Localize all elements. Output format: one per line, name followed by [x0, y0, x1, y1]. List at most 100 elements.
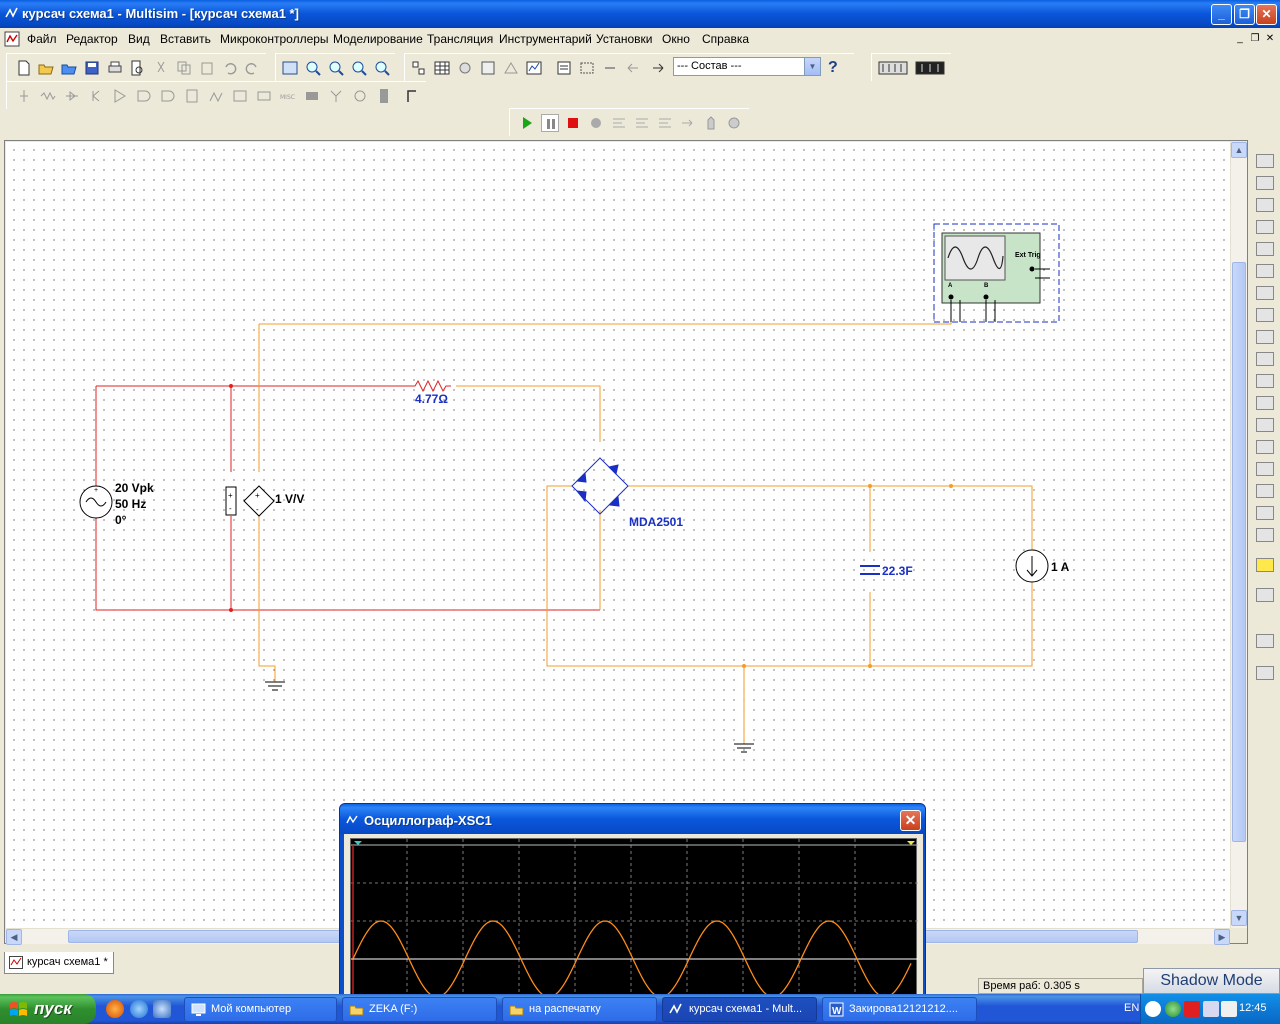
pause-simulation-icon[interactable]: [541, 114, 559, 132]
print-icon[interactable]: [106, 59, 124, 77]
firefox-icon[interactable]: [106, 1000, 124, 1018]
wattmeter-icon[interactable]: [1256, 198, 1274, 212]
analog-component-icon[interactable]: [111, 87, 129, 105]
task-drive-f[interactable]: ZEKA (F:): [342, 997, 497, 1022]
scroll-down-icon[interactable]: ▼: [1231, 910, 1247, 926]
help-button[interactable]: ?: [824, 59, 842, 77]
menu-tools[interactable]: Инструментарий: [499, 32, 592, 46]
menu-window[interactable]: Окно: [662, 32, 690, 46]
tray-app-icon[interactable]: [1203, 1001, 1219, 1017]
zoom-area-icon[interactable]: [350, 59, 368, 77]
current-probe-icon[interactable]: [1256, 634, 1274, 648]
scroll-left-icon[interactable]: ◀: [6, 929, 22, 945]
word-generator-icon[interactable]: [1256, 308, 1274, 322]
component-wizard-icon[interactable]: [479, 59, 497, 77]
misc-component-icon[interactable]: MISC: [279, 87, 297, 105]
electromechanical-icon[interactable]: [351, 87, 369, 105]
remove-breakpoints-icon[interactable]: [725, 114, 743, 132]
task-word-document[interactable]: W Закирова12121212....: [822, 997, 977, 1022]
mixed-component-icon[interactable]: [207, 87, 225, 105]
agilent-multimeter-icon[interactable]: [1256, 484, 1274, 498]
zoom-out-icon[interactable]: [327, 59, 345, 77]
transistor-component-icon[interactable]: [87, 87, 105, 105]
multimeter-icon[interactable]: [1256, 154, 1274, 168]
menu-edit[interactable]: Редактор: [66, 32, 118, 46]
breakpoint-icon[interactable]: [587, 114, 605, 132]
redo-icon[interactable]: [243, 59, 261, 77]
zoom-in-icon[interactable]: [304, 59, 322, 77]
run-simulation-icon[interactable]: [518, 114, 536, 132]
source-component-icon[interactable]: [15, 87, 33, 105]
mdi-close-button[interactable]: ✕: [1265, 33, 1275, 44]
task-multisim[interactable]: курсач схема1 - Mult...: [662, 997, 817, 1022]
run-to-cursor-icon[interactable]: [679, 114, 697, 132]
task-my-computer[interactable]: Мой компьютер: [184, 997, 337, 1022]
document-icon[interactable]: [4, 31, 20, 47]
start-button[interactable]: пуск: [0, 994, 96, 1024]
chevron-down-icon[interactable]: ▼: [804, 58, 820, 75]
menu-microcontrollers[interactable]: Микроконтроллеры: [220, 32, 329, 46]
scroll-up-icon[interactable]: ▲: [1231, 142, 1247, 158]
undo-icon[interactable]: [221, 59, 239, 77]
close-button[interactable]: ✕: [1256, 4, 1277, 25]
mcu-component-icon[interactable]: [183, 87, 201, 105]
agilent-generator-icon[interactable]: [1256, 462, 1274, 476]
spectrum-analyzer-icon[interactable]: [1256, 418, 1274, 432]
in-use-list-icon[interactable]: [877, 59, 909, 77]
tray-security-icon[interactable]: [1221, 1001, 1237, 1017]
cut-icon[interactable]: [152, 59, 170, 77]
forward-annotate-icon[interactable]: [624, 59, 642, 77]
four-channel-scope-icon[interactable]: [1256, 242, 1274, 256]
menu-view[interactable]: Вид: [128, 32, 150, 46]
print-preview-icon[interactable]: [128, 59, 146, 77]
diode-component-icon[interactable]: [63, 87, 81, 105]
menu-simulate[interactable]: Моделирование: [333, 32, 423, 46]
postprocessor-icon[interactable]: [502, 59, 520, 77]
iv-analyzer-icon[interactable]: [1256, 374, 1274, 388]
menu-help[interactable]: Справка: [702, 32, 750, 46]
labview-instrument-icon[interactable]: [1256, 588, 1274, 602]
scroll-right-icon[interactable]: ▶: [1214, 929, 1230, 945]
oscilloscope-titlebar[interactable]: Осциллограф-XSC1 ✕: [340, 804, 925, 834]
vertical-scrollbar[interactable]: ▲ ▼: [1230, 142, 1247, 928]
open-sample-icon[interactable]: [60, 59, 78, 77]
paste-icon[interactable]: [198, 59, 216, 77]
vertical-scroll-thumb[interactable]: [1232, 262, 1246, 842]
ttl-component-icon[interactable]: [135, 87, 153, 105]
oscilloscope-close-button[interactable]: ✕: [900, 810, 921, 831]
menu-options[interactable]: Установки: [596, 32, 653, 46]
step-into-icon[interactable]: [610, 114, 628, 132]
database-manager-icon[interactable]: [456, 59, 474, 77]
hierarchical-block-icon[interactable]: [375, 87, 393, 105]
frequency-counter-icon[interactable]: [1256, 286, 1274, 300]
menu-file[interactable]: Файл: [27, 32, 57, 46]
transfer-arrow-icon[interactable]: [649, 59, 667, 77]
back-annotate-icon[interactable]: [601, 59, 619, 77]
tray-antivirus-icon[interactable]: [1184, 1001, 1200, 1017]
menu-transfer[interactable]: Трансляция: [427, 32, 494, 46]
function-generator-icon[interactable]: [1256, 176, 1274, 190]
toggle-breakpoint-icon[interactable]: [702, 114, 720, 132]
open-folder-icon[interactable]: [37, 59, 55, 77]
indicator-component-icon[interactable]: [231, 87, 249, 105]
toggle-fullscreen-icon[interactable]: [281, 59, 299, 77]
basic-component-icon[interactable]: [39, 87, 57, 105]
agilent-scope-icon[interactable]: [1256, 506, 1274, 520]
internet-explorer-icon[interactable]: [130, 1000, 148, 1018]
logic-analyzer-icon[interactable]: [1256, 330, 1274, 344]
component-in-use-select[interactable]: --- Состав --- ▼: [673, 57, 821, 76]
rf-component-icon[interactable]: [327, 87, 345, 105]
grapher-icon[interactable]: [525, 59, 543, 77]
show-desktop-icon[interactable]: [153, 1000, 171, 1018]
electrical-rules-icon[interactable]: [555, 59, 573, 77]
logic-converter-icon[interactable]: [1256, 352, 1274, 366]
window-titlebar[interactable]: курсач схема1 - Multisim - [курсач схема…: [0, 0, 1280, 28]
design-toolbox-icon[interactable]: [410, 59, 428, 77]
schematic-canvas[interactable]: + + - + -: [6, 142, 1230, 928]
mdi-restore-button[interactable]: ❐: [1250, 33, 1260, 44]
bus-icon[interactable]: [403, 87, 421, 105]
oscilloscope-window[interactable]: Осциллограф-XSC1 ✕: [339, 803, 926, 996]
save-icon[interactable]: [83, 59, 101, 77]
document-tab[interactable]: курсач схема1 *: [4, 952, 114, 974]
pen-probe-icon[interactable]: [1256, 666, 1274, 680]
